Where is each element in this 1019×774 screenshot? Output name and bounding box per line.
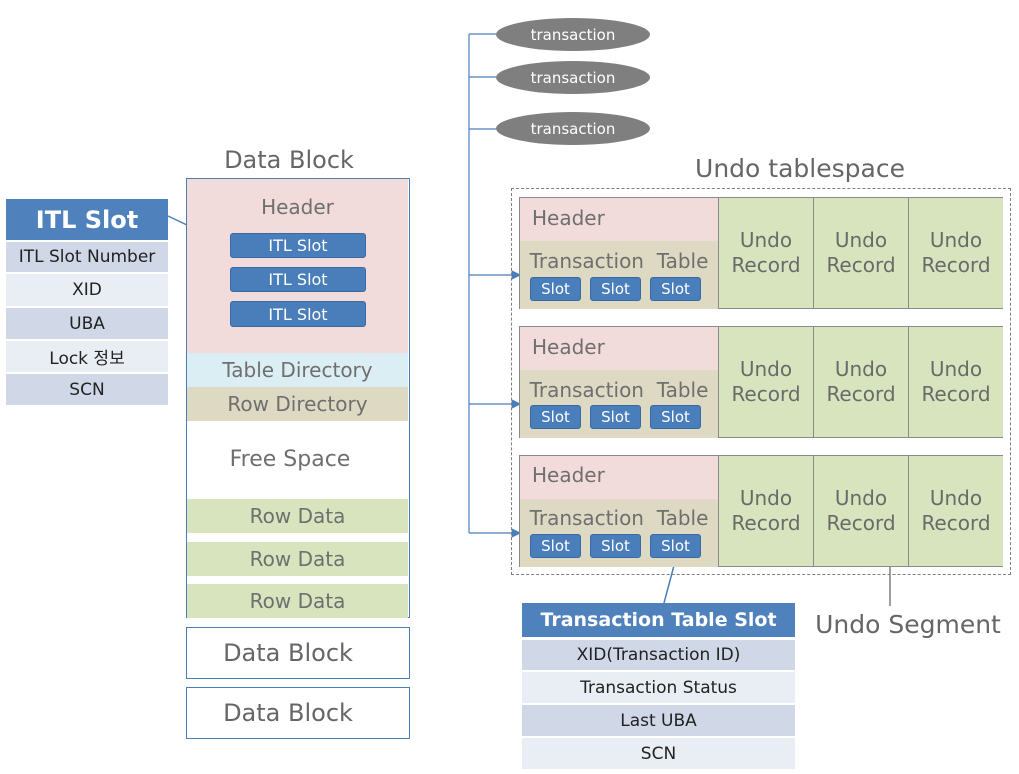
transaction-table-3: Transaction Table Slot Slot Slot	[520, 499, 718, 567]
transaction-table-label: Transaction Table	[529, 249, 709, 273]
segment-header-label: Header	[532, 206, 605, 230]
undo-segment-2: Header Transaction Table Slot Slot Slot …	[519, 326, 1003, 438]
tts-field-last-uba: Last UBA	[522, 705, 795, 736]
undo-tablespace	[511, 188, 1011, 575]
data-block-header-label: Header	[261, 195, 334, 219]
row-data-3: Row Data	[187, 584, 408, 618]
itl-field-slot-number: ITL Slot Number	[6, 242, 168, 272]
slot: Slot	[590, 534, 641, 558]
itl-slot-1: ITL Slot	[230, 233, 366, 258]
itl-field-uba: UBA	[6, 308, 168, 339]
undo-segment-1: Header Transaction Table Slot Slot Slot …	[519, 197, 1003, 309]
transaction-table-slot-title: Transaction Table Slot	[522, 603, 795, 637]
transaction-3: transaction	[496, 112, 650, 145]
slot: Slot	[590, 277, 641, 301]
transaction-2: transaction	[496, 61, 650, 94]
undo-record: Undo Record	[718, 198, 813, 308]
segment-header-1: Header	[520, 198, 718, 241]
transaction-table-label: Transaction Table	[529, 506, 709, 530]
tts-field-xid: XID(Transaction ID)	[522, 640, 795, 670]
table-directory: Table Directory	[187, 353, 408, 387]
undo-record: Undo Record	[908, 198, 1003, 308]
itl-slot-2: ITL Slot	[230, 267, 366, 292]
undo-record: Undo Record	[813, 456, 908, 566]
row-data-1: Row Data	[187, 499, 408, 533]
slot: Slot	[530, 277, 581, 301]
segment-header-label: Header	[532, 463, 605, 487]
itl-slot-title: ITL Slot	[6, 199, 168, 240]
tts-field-status: Transaction Status	[522, 672, 795, 703]
transaction-table-2: Transaction Table Slot Slot Slot	[520, 370, 718, 438]
segment-header-3: Header	[520, 456, 718, 499]
free-space: Free Space	[229, 446, 351, 472]
data-block-header: Header ITL Slot ITL Slot ITL Slot	[187, 179, 408, 353]
data-block-title: Data Block	[224, 146, 354, 174]
transaction-table-label: Transaction Table	[529, 378, 709, 402]
slot: Slot	[650, 534, 701, 558]
itl-field-scn: SCN	[6, 374, 168, 405]
row-directory: Row Directory	[187, 387, 408, 421]
slot: Slot	[650, 277, 701, 301]
itl-field-lock-info: Lock 정보	[6, 341, 168, 372]
transaction-1: transaction	[496, 18, 650, 51]
undo-tablespace-title: Undo tablespace	[695, 153, 905, 183]
undo-record: Undo Record	[718, 327, 813, 437]
data-block: Header ITL Slot ITL Slot ITL Slot Table …	[186, 178, 410, 618]
segment-header-2: Header	[520, 327, 718, 370]
undo-record: Undo Record	[813, 198, 908, 308]
undo-record: Undo Record	[813, 327, 908, 437]
tts-field-scn: SCN	[522, 738, 795, 769]
undo-record: Undo Record	[908, 456, 1003, 566]
transaction-table-1: Transaction Table Slot Slot Slot	[520, 241, 718, 309]
data-block-extra-1: Data Block	[186, 627, 410, 679]
undo-record: Undo Record	[908, 327, 1003, 437]
segment-header-label: Header	[532, 335, 605, 359]
slot: Slot	[590, 405, 641, 429]
undo-segment-3: Header Transaction Table Slot Slot Slot …	[519, 455, 1003, 567]
row-data-2: Row Data	[187, 542, 408, 576]
slot: Slot	[530, 534, 581, 558]
undo-segment-label: Undo Segment	[815, 609, 1001, 639]
undo-record: Undo Record	[718, 456, 813, 566]
slot: Slot	[530, 405, 581, 429]
data-block-extra-2: Data Block	[186, 687, 410, 739]
slot: Slot	[650, 405, 701, 429]
itl-slot-3: ITL Slot	[230, 301, 366, 327]
itl-field-xid: XID	[6, 274, 168, 306]
